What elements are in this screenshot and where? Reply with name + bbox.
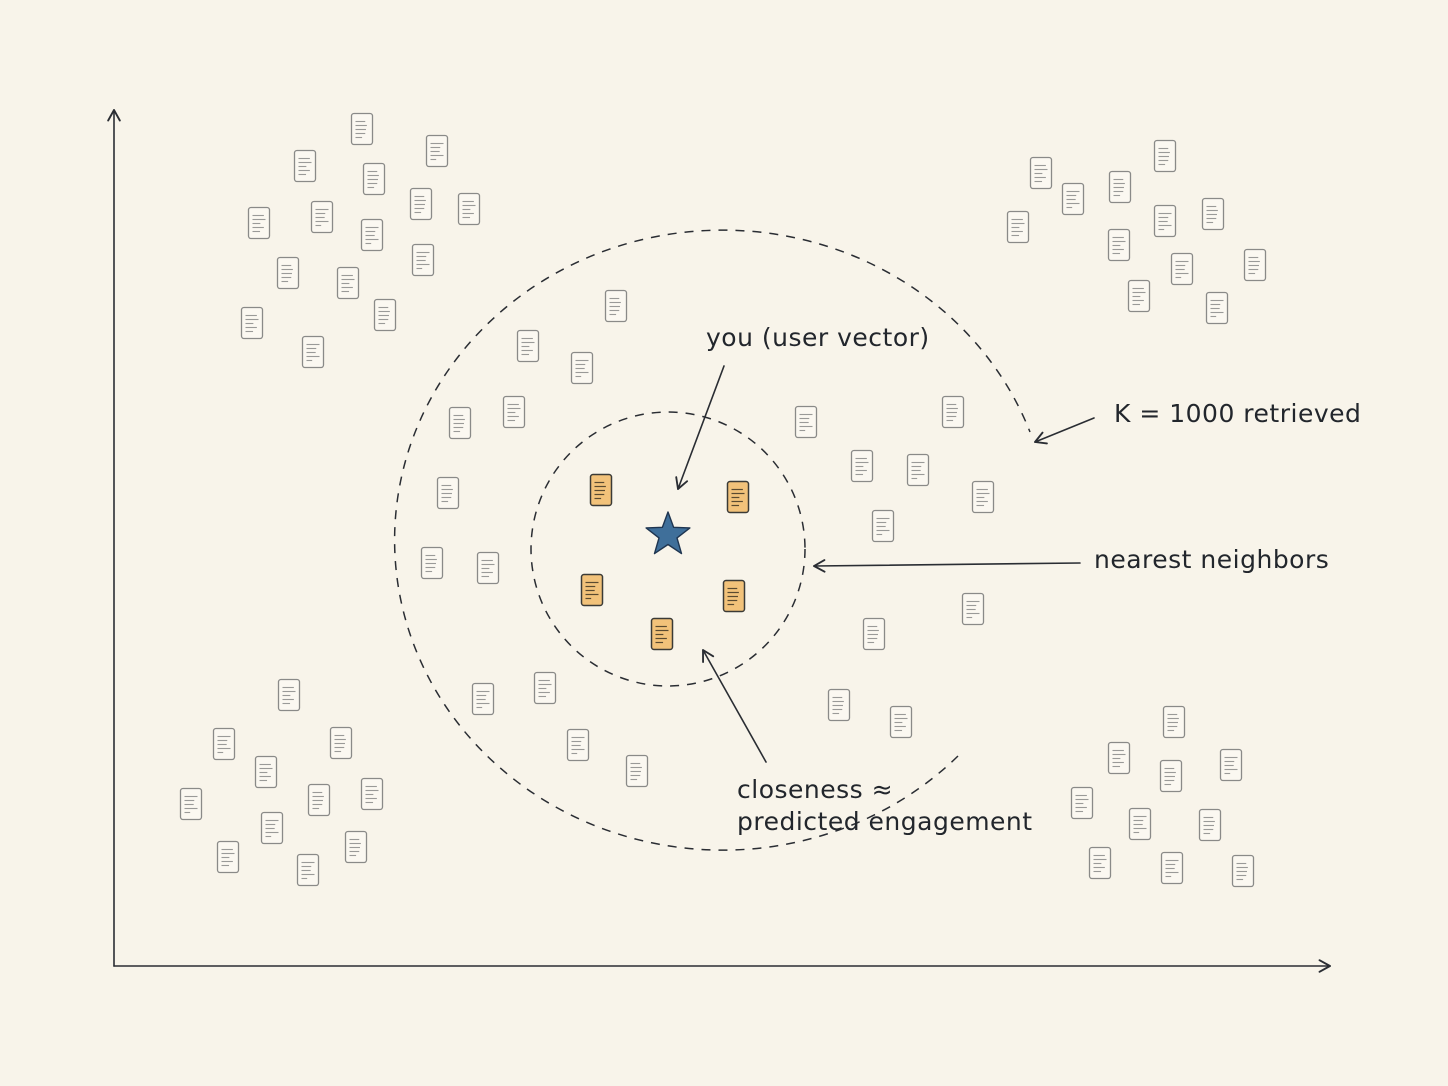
document-icon xyxy=(254,755,278,789)
document-icon xyxy=(625,754,649,788)
retrieved-label: K = 1000 retrieved xyxy=(1114,399,1361,428)
document-icon xyxy=(862,617,886,651)
document-icon xyxy=(240,306,264,340)
document-cloud xyxy=(179,112,1267,888)
document-icon xyxy=(850,449,874,483)
document-icon xyxy=(1170,252,1194,286)
document-icon xyxy=(411,243,435,277)
document-icon xyxy=(1070,786,1094,820)
document-icon xyxy=(1061,182,1085,216)
document-icon xyxy=(971,480,995,514)
document-icon xyxy=(1006,210,1030,244)
document-icon xyxy=(1231,854,1255,888)
document-icon xyxy=(457,192,481,226)
document-icon xyxy=(296,853,320,887)
axes xyxy=(107,109,1331,973)
document-icon xyxy=(1201,197,1225,231)
document-icon xyxy=(1219,748,1243,782)
document-icon xyxy=(329,726,353,760)
document-icon xyxy=(604,289,628,323)
document-icon xyxy=(1029,156,1053,190)
closeness-arrow xyxy=(702,649,767,763)
document-icon xyxy=(310,200,334,234)
document-icon xyxy=(448,406,472,440)
document-icon xyxy=(212,727,236,761)
closeness-label-line2: predicted engagement xyxy=(737,807,1033,836)
document-icon xyxy=(360,777,384,811)
document-icon xyxy=(566,728,590,762)
document-icon xyxy=(409,187,433,221)
annotation-arrows xyxy=(675,365,1095,763)
document-icon xyxy=(502,395,526,429)
document-icon xyxy=(436,476,460,510)
document-icon xyxy=(1127,279,1151,313)
document-icon xyxy=(1153,204,1177,238)
nearest-neighbors-circle xyxy=(530,411,806,687)
document-icon xyxy=(1107,741,1131,775)
neighbor-document-icon xyxy=(650,617,674,651)
retrieved-arrow xyxy=(1034,417,1095,445)
document-icon xyxy=(260,811,284,845)
document-icon xyxy=(1107,228,1131,262)
document-icon xyxy=(362,162,386,196)
document-icon xyxy=(1198,808,1222,842)
document-icon xyxy=(827,688,851,722)
document-icon xyxy=(941,395,965,429)
neighbor-document-icon xyxy=(726,480,750,514)
document-icon xyxy=(906,453,930,487)
document-icon xyxy=(1243,248,1267,282)
document-icon xyxy=(471,682,495,716)
document-icon xyxy=(1160,851,1184,885)
document-icon xyxy=(344,830,368,864)
document-icon xyxy=(247,206,271,240)
document-icon xyxy=(533,671,557,705)
document-icon xyxy=(1153,139,1177,173)
document-icon xyxy=(961,592,985,626)
closeness-label-line1: closeness ≈ xyxy=(737,775,893,804)
document-icon xyxy=(570,351,594,385)
document-icon xyxy=(301,335,325,369)
document-icon xyxy=(307,783,331,817)
document-icon xyxy=(871,509,895,543)
document-icon xyxy=(420,546,444,580)
retrieved-region-circle xyxy=(393,229,1031,851)
document-icon xyxy=(350,112,374,146)
document-icon xyxy=(476,551,500,585)
document-icon xyxy=(293,149,317,183)
neighbor-document-icon xyxy=(589,473,613,507)
document-icon xyxy=(425,134,449,168)
document-icon xyxy=(1088,846,1112,880)
document-icon xyxy=(794,405,818,439)
neighbor-document-icon xyxy=(580,573,604,607)
document-icon xyxy=(373,298,397,332)
document-icon xyxy=(1205,291,1229,325)
star-icon xyxy=(645,511,691,555)
document-icon xyxy=(516,329,540,363)
document-icon xyxy=(889,705,913,739)
document-icon xyxy=(216,840,240,874)
document-icon xyxy=(179,787,203,821)
document-icon xyxy=(336,266,360,300)
user-vector-label: you (user vector) xyxy=(706,323,930,352)
document-icon xyxy=(360,218,384,252)
nearest-neighbors-arrow xyxy=(813,559,1081,573)
document-icon xyxy=(1128,807,1152,841)
nearest-neighbors-label: nearest neighbors xyxy=(1094,545,1329,574)
document-icon xyxy=(277,678,301,712)
user-vector-arrow xyxy=(675,365,725,490)
document-icon xyxy=(1108,170,1132,204)
document-icon xyxy=(1162,705,1186,739)
document-icon xyxy=(1159,759,1183,793)
neighbor-document-icon xyxy=(722,579,746,613)
document-icon xyxy=(276,256,300,290)
